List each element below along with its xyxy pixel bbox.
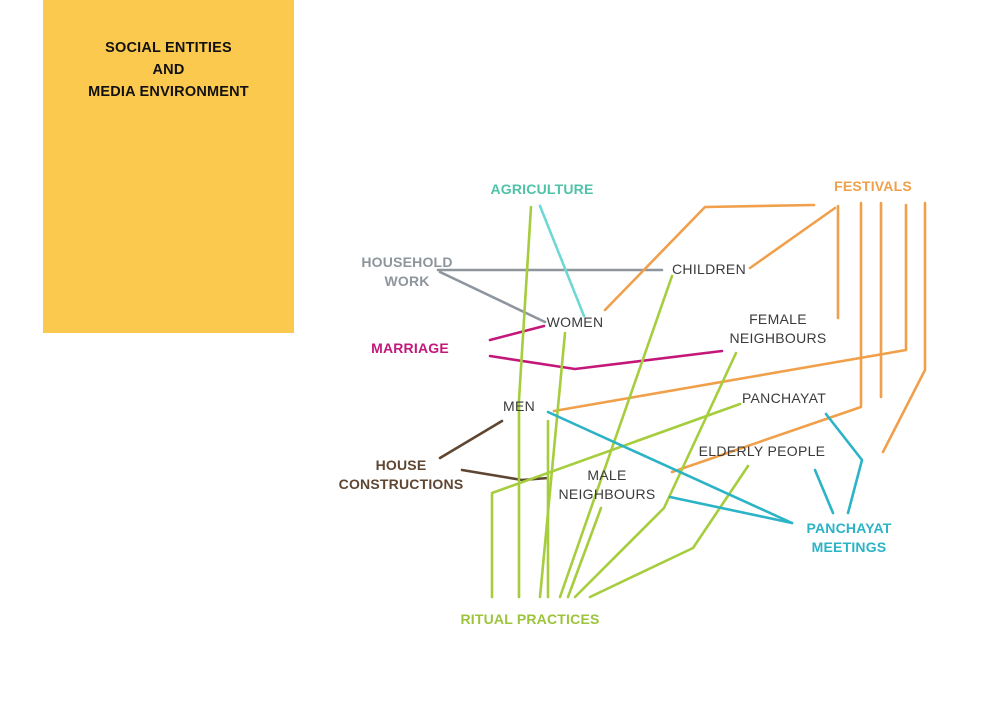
title-box: SOCIAL ENTITIES AND MEDIA ENVIRONMENT <box>43 0 294 333</box>
ritual-practices-links <box>490 205 750 599</box>
node-panchayat-meetings: PANCHAYAT MEETINGS <box>790 519 908 557</box>
link-festivals-children <box>748 206 837 270</box>
link-ritual-panchayat <box>490 402 742 599</box>
node-male-neighbours-line1: MALE <box>587 467 627 483</box>
node-male-neighbours-line2: NEIGHBOURS <box>558 486 656 502</box>
node-house-constructions-line2: CONSTRUCTIONS <box>338 476 464 492</box>
node-marriage: MARRIAGE <box>371 340 449 356</box>
node-festivals: FESTIVALS <box>834 178 912 194</box>
node-women: WOMEN <box>546 314 604 330</box>
link-agriculture-women <box>538 204 586 318</box>
node-female-neighbours: FEMALE NEIGHBOURS <box>722 310 834 348</box>
node-panchayat: PANCHAYAT <box>741 390 827 406</box>
node-household-work-line2: WORK <box>384 273 430 289</box>
node-house-constructions-line1: HOUSE <box>375 457 427 473</box>
node-agriculture: AGRICULTURE <box>490 181 594 197</box>
link-household-women <box>438 270 547 324</box>
panchayat-meetings-links <box>546 410 864 525</box>
node-panchayat-meetings-line2: MEETINGS <box>811 539 887 555</box>
link-marriage-female-neighbours <box>488 349 724 371</box>
link-ritual-male-neighbours <box>566 506 603 599</box>
node-female-neighbours-line1: FEMALE <box>749 311 807 327</box>
link-meetings-elderly <box>813 468 835 515</box>
household-work-links <box>436 268 664 324</box>
link-construction-male-neighbours <box>460 468 550 482</box>
link-ritual-children <box>558 274 674 599</box>
link-meetings-men <box>546 410 794 525</box>
node-men: MEN <box>502 398 535 414</box>
link-festivals-men <box>552 203 908 413</box>
agriculture-links <box>538 204 586 318</box>
node-house-constructions: HOUSE CONSTRUCTIONS <box>330 456 472 494</box>
marriage-links <box>488 324 724 371</box>
link-ritual-agriculture <box>517 205 533 599</box>
title-line-3: MEDIA ENVIRONMENT <box>88 84 249 100</box>
link-festivals-women <box>603 203 816 312</box>
node-children: CHILDREN <box>672 261 746 277</box>
link-ritual-female-neighbours <box>573 351 738 599</box>
house-construction-links <box>438 419 550 482</box>
link-meetings-panchayat <box>824 412 864 515</box>
link-ritual-women <box>538 331 567 599</box>
node-household-work: HOUSEHOLD WORK <box>344 253 470 291</box>
link-marriage-women <box>488 324 546 342</box>
link-festivals-elderly <box>670 201 863 474</box>
festivals-links <box>552 201 927 474</box>
link-construction-men <box>438 419 504 460</box>
node-elderly-people: ELDERLY PEOPLE <box>698 443 826 459</box>
node-household-work-line1: HOUSEHOLD <box>361 254 453 270</box>
node-ritual-practices: RITUAL PRACTICES <box>460 611 600 627</box>
title-line-1: SOCIAL ENTITIES <box>105 40 232 56</box>
link-festivals-meetings <box>881 201 927 454</box>
node-male-neighbours: MALE NEIGHBOURS <box>552 466 662 504</box>
node-female-neighbours-line2: NEIGHBOURS <box>729 330 827 346</box>
title-line-2: AND <box>152 62 185 78</box>
link-meetings-male-neighbours <box>668 495 794 525</box>
node-panchayat-meetings-line1: PANCHAYAT <box>806 520 892 536</box>
